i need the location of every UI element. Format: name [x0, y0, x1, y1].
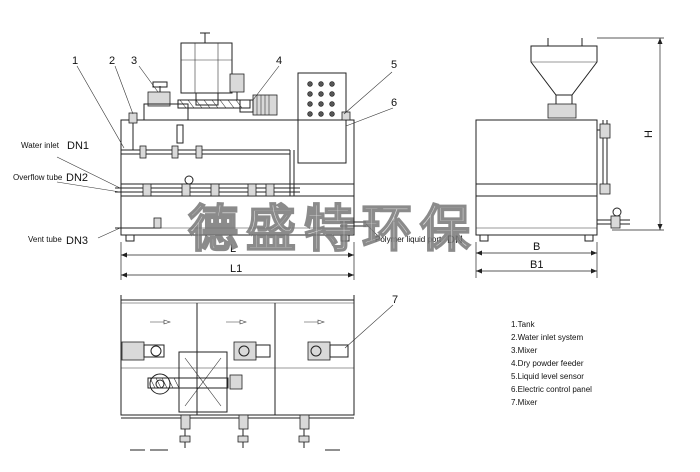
legend-item: 1.Tank — [511, 320, 536, 329]
leader-lines — [56, 65, 394, 349]
port-labels: Water inlet DN1 Overflow tube DN2 Vent t… — [13, 140, 463, 247]
legend-item: 3.Mixer — [511, 346, 538, 355]
callout-2: 2 — [109, 55, 115, 67]
side-elevation — [475, 37, 664, 278]
callout-numbers: 1 2 3 4 5 6 7 — [72, 55, 398, 306]
liquid-level-sensor — [341, 111, 351, 121]
legend-item: 2.Water inlet system — [511, 333, 584, 342]
length-dimensions — [120, 242, 355, 280]
dimension-labels: L L1 B B1 H — [230, 130, 655, 275]
legend-item: 5.Liquid level sensor — [511, 372, 584, 381]
vent-tube-dn: DN3 — [66, 235, 88, 247]
polymer-outlet — [340, 221, 366, 227]
polymer-port-dn: DN — [447, 234, 463, 246]
mixer-motor — [143, 81, 189, 121]
callout-3: 3 — [131, 55, 137, 67]
tank-body — [120, 119, 355, 236]
feeder-motor — [229, 73, 278, 116]
overflow-tube-dn: DN2 — [66, 172, 88, 184]
callout-7: 7 — [392, 294, 398, 306]
company-watermark: 德盛特环保 — [188, 199, 478, 258]
side-tank-body — [475, 119, 598, 236]
plan-mixer-motors — [121, 341, 349, 361]
front-elevation — [115, 32, 366, 280]
callout-5: 5 — [391, 59, 397, 71]
plan-bottom-valves — [121, 414, 354, 451]
legend-item: 4.Dry powder feeder — [511, 359, 584, 368]
callout-6: 6 — [391, 97, 397, 109]
parts-legend: 1.Tank 2.Water inlet system 3.Mixer 4.Dr… — [511, 320, 592, 407]
side-hopper — [530, 45, 598, 96]
legend-item: 6.Electric control panel — [511, 385, 592, 394]
dim-B1: B1 — [530, 259, 543, 271]
overflow-tube-label: Overflow tube — [13, 173, 63, 182]
dim-L1: L1 — [230, 263, 242, 275]
dim-L: L — [230, 243, 236, 255]
dim-H: H — [643, 130, 655, 138]
plan-tank-outline — [120, 299, 355, 416]
dry-powder-hopper — [180, 32, 233, 106]
polymer-port-label: Polymer liquid port — [375, 235, 442, 244]
height-dimension — [597, 37, 664, 231]
vent-tube-label: Vent tube — [28, 235, 62, 244]
overflow-pipe — [115, 175, 300, 197]
callout-4: 4 — [276, 55, 282, 67]
plan-view — [120, 295, 355, 451]
water-inlet-system — [121, 112, 295, 196]
dim-B: B — [533, 241, 540, 253]
electric-control-panel — [297, 72, 347, 164]
legend-item: 7.Mixer — [511, 398, 538, 407]
plan-powder-feeder — [147, 351, 243, 413]
water-inlet-label: Water inlet — [21, 141, 60, 150]
callout-1: 1 — [72, 55, 78, 67]
screw-conveyor — [177, 99, 251, 109]
width-dimensions — [475, 242, 598, 278]
water-inlet-dn: DN1 — [67, 140, 89, 152]
